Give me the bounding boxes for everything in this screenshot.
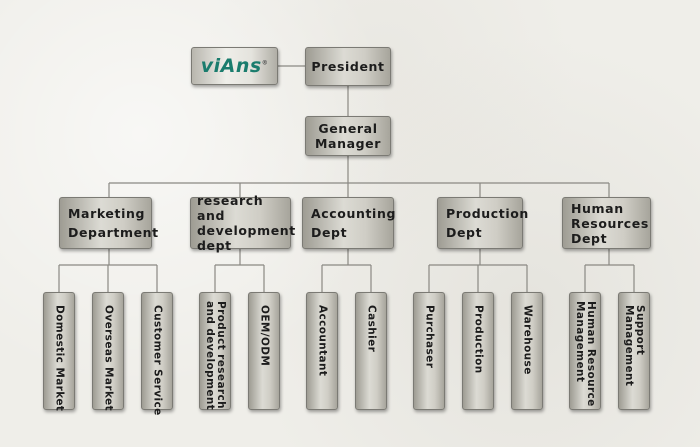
dept-research-development: research and development dept bbox=[190, 193, 295, 253]
sub-label: Cashier bbox=[365, 305, 378, 353]
sub-label: OEM/ODM bbox=[258, 305, 271, 367]
sub-label: Support Management bbox=[623, 305, 646, 387]
sub-purchaser: Purchaser bbox=[413, 292, 445, 410]
dept-label: Marketing Department bbox=[68, 206, 159, 240]
sub-oem-odm: OEM/ODM bbox=[248, 292, 280, 410]
general-manager-box: General Manager bbox=[305, 116, 391, 156]
sub-support-management: Support Management bbox=[618, 292, 650, 410]
sub-label: Customer Service bbox=[151, 305, 164, 416]
sub-product-research: Product research and development bbox=[199, 292, 231, 410]
sub-customer-service: Customer Service bbox=[141, 292, 173, 416]
dept-human-resources: Human Resources Dept bbox=[562, 197, 651, 249]
sub-label: Product research and development bbox=[204, 301, 227, 411]
sub-overseas-market: Overseas Market bbox=[92, 292, 124, 411]
sub-accountant: Accountant bbox=[306, 292, 338, 410]
sub-label: Human Resource Management bbox=[574, 301, 597, 407]
sub-human-resource-management: Human Resource Management bbox=[569, 292, 601, 410]
sub-label: Overseas Market bbox=[102, 305, 115, 411]
sub-production: Production bbox=[462, 292, 494, 410]
sub-label: Production bbox=[472, 305, 485, 374]
dept-accounting: Accounting Dept bbox=[302, 197, 396, 249]
dept-marketing: Marketing Department bbox=[59, 197, 158, 249]
dept-label: research and development dept bbox=[197, 193, 296, 253]
sub-domestic-market: Domestic Market bbox=[43, 292, 75, 412]
sub-label: Domestic Market bbox=[53, 305, 66, 412]
sub-label: Purchaser bbox=[423, 305, 436, 369]
logo-text: viAns® bbox=[200, 55, 269, 77]
president-label: President bbox=[311, 59, 385, 74]
sub-label: Accountant bbox=[316, 305, 329, 377]
vians-logo: viAns® bbox=[191, 47, 278, 85]
general-manager-label: General Manager bbox=[315, 121, 381, 151]
sub-warehouse: Warehouse bbox=[511, 292, 543, 410]
sub-cashier: Cashier bbox=[355, 292, 387, 410]
president-box: President bbox=[305, 47, 391, 86]
dept-label: Accounting Dept bbox=[311, 206, 396, 240]
dept-production: Production Dept bbox=[437, 197, 528, 249]
dept-label: Human Resources Dept bbox=[571, 200, 649, 246]
sub-label: Warehouse bbox=[521, 305, 534, 375]
dept-label: Production Dept bbox=[446, 206, 529, 240]
